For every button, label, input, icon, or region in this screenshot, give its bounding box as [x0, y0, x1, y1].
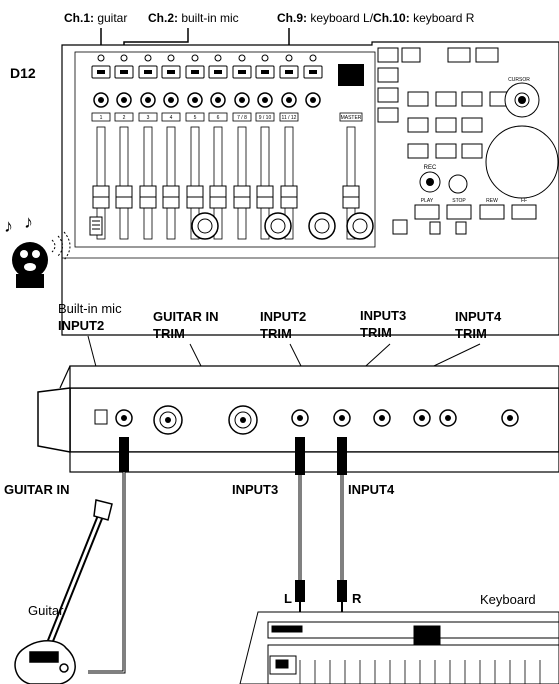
music-note-icon-2: ♪ — [24, 212, 33, 232]
ch9-ch10-label: Ch.9: keyboard L/Ch.10: keyboard R — [277, 11, 475, 25]
cursor-label: CURSOR — [508, 77, 530, 83]
cable-left-label: L — [284, 591, 292, 606]
music-note-icon: ♪ — [4, 216, 13, 236]
rec-led — [426, 178, 434, 186]
ch2-label: Ch.2: built-in mic — [148, 11, 239, 25]
model-label: D12 — [10, 65, 36, 81]
channel-number-7-8: 7 / 8 — [237, 115, 247, 121]
input3-trim-callout-line2: TRIM — [360, 325, 392, 340]
singer-face-icon: ♪ ♪ — [4, 212, 70, 288]
channel-number-11-12: 11 / 12 — [282, 115, 297, 121]
channel-number-9-10: 9 / 10 — [259, 115, 272, 121]
guitar-label: Guitar — [28, 603, 64, 618]
channel-number-2: 2 — [123, 115, 126, 121]
cable-right-label: R — [352, 591, 362, 606]
display-indicator — [338, 64, 364, 86]
input2-trim-callout-line2: TRIM — [260, 326, 292, 341]
channel-number-5: 5 — [194, 115, 197, 121]
channel-number-4: 4 — [170, 115, 173, 121]
input4-trim-callout-line1: INPUT4 — [455, 309, 502, 324]
ch1-label: Ch.1: guitar — [64, 11, 127, 25]
channel-number-1: 1 — [100, 115, 103, 121]
transport-stop: STOP — [452, 198, 466, 204]
rec-label: REC — [424, 165, 437, 171]
guitar-trim-callout-line1: GUITAR IN — [153, 309, 218, 324]
guitar-in-jack-label: GUITAR IN — [4, 482, 69, 497]
guitar-illustration — [15, 500, 112, 684]
builtin-mic-callout-line1: Built-in mic — [58, 301, 122, 316]
input4-trim-callout-line2: TRIM — [455, 326, 487, 341]
input3-jack-label: INPUT3 — [232, 482, 278, 497]
input4-jack-label: INPUT4 — [348, 482, 395, 497]
guitar-trim-callout-line2: TRIM — [153, 326, 185, 341]
keyboard-illustration — [240, 612, 559, 684]
channel-number-3: 3 — [147, 115, 150, 121]
keyboard-label: Keyboard — [480, 592, 536, 607]
transport-rew: REW — [486, 198, 498, 204]
transport-play: PLAY — [421, 198, 434, 204]
cursor-center — [518, 96, 526, 104]
channel-number-6: 6 — [217, 115, 220, 121]
channel-number-master: MASTER — [341, 115, 362, 121]
builtin-mic-grille — [90, 217, 102, 235]
input2-trim-callout-line1: INPUT2 — [260, 309, 306, 324]
input3-trim-callout-line1: INPUT3 — [360, 308, 406, 323]
transport-ff: FF — [521, 198, 527, 204]
mixer-panel — [62, 42, 559, 335]
builtin-mic-callout-line2: INPUT2 — [58, 318, 104, 333]
